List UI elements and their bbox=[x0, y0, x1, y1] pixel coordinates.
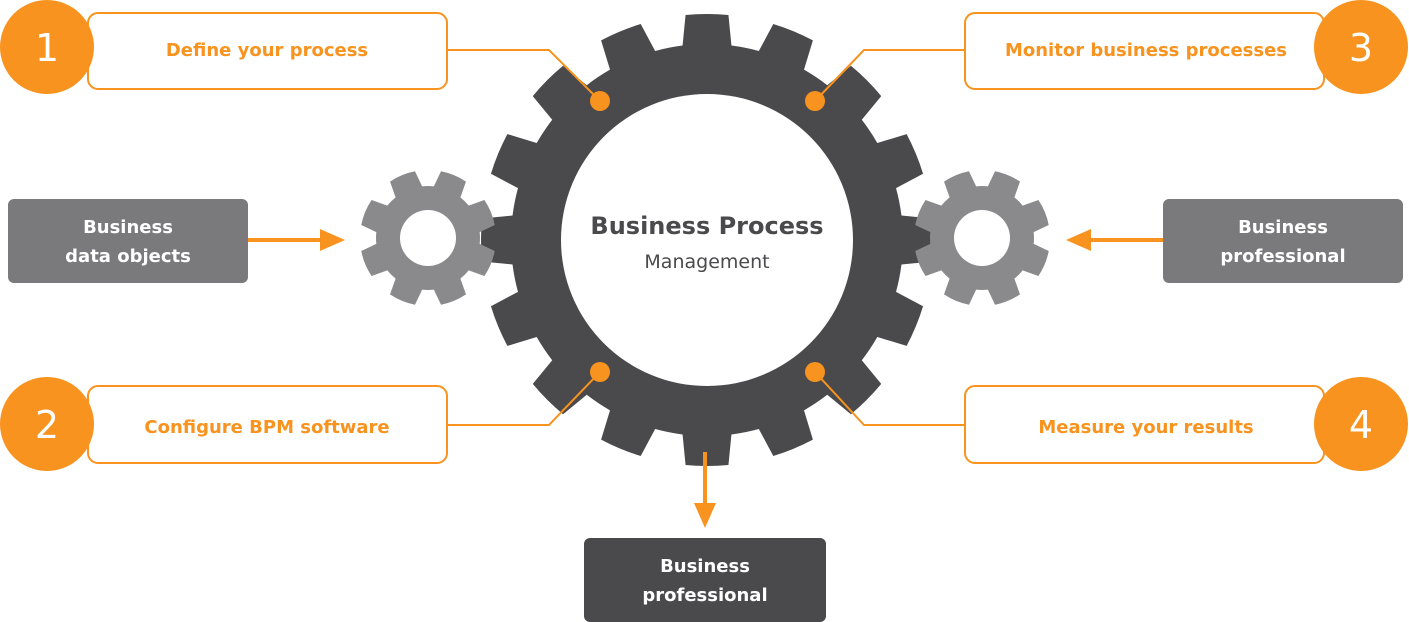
step-4: 4 Measure your results bbox=[964, 377, 1408, 471]
connector-step-1 bbox=[447, 49, 601, 102]
step-connectors bbox=[447, 49, 965, 426]
left-gear-hole bbox=[400, 210, 456, 266]
left-input: Business data objects bbox=[8, 199, 345, 283]
down-arrow-head bbox=[694, 503, 716, 528]
left-input-box bbox=[8, 199, 248, 283]
right-arrow-head bbox=[1066, 229, 1091, 251]
left-arrow-head bbox=[320, 229, 345, 251]
output-line2: professional bbox=[642, 585, 767, 606]
step-3-label: Monitor business processes bbox=[1005, 40, 1287, 61]
dot-step-4 bbox=[805, 362, 825, 382]
output-box bbox=[584, 538, 826, 622]
left-input-line1: Business bbox=[83, 217, 173, 238]
right-input-line2: professional bbox=[1220, 246, 1345, 267]
right-input-line1: Business bbox=[1238, 217, 1328, 238]
step-2-label: Configure BPM software bbox=[144, 417, 389, 438]
connector-step-2 bbox=[447, 371, 601, 426]
center-title: Business Process bbox=[590, 212, 823, 240]
step-3: 3 Monitor business processes bbox=[964, 0, 1408, 94]
right-gear-hole bbox=[954, 210, 1010, 266]
step-4-label: Measure your results bbox=[1038, 417, 1253, 438]
step-3-badge bbox=[1314, 0, 1408, 94]
step-4-number: 4 bbox=[1349, 403, 1373, 447]
step-3-number: 3 bbox=[1349, 26, 1373, 70]
step-1-badge bbox=[0, 0, 94, 94]
step-1-number: 1 bbox=[35, 26, 59, 70]
connector-step-3 bbox=[814, 49, 965, 102]
left-input-line2: data objects bbox=[65, 246, 191, 267]
dot-step-2 bbox=[590, 362, 610, 382]
gear-dots bbox=[590, 91, 825, 382]
center-subtitle: Management bbox=[644, 251, 769, 273]
right-input: Business professional bbox=[1066, 199, 1403, 283]
dot-step-3 bbox=[805, 91, 825, 111]
step-4-badge bbox=[1314, 377, 1408, 471]
main-gear-hole bbox=[561, 94, 853, 386]
connector-step-4 bbox=[814, 371, 965, 426]
output: Business professional bbox=[584, 452, 826, 622]
step-2: 2 Configure BPM software bbox=[0, 377, 448, 471]
right-input-box bbox=[1163, 199, 1403, 283]
step-1: 1 Define your process bbox=[0, 0, 448, 94]
step-1-label: Define your process bbox=[166, 40, 368, 61]
step-2-number: 2 bbox=[35, 403, 59, 447]
dot-step-1 bbox=[590, 91, 610, 111]
step-2-badge bbox=[0, 377, 94, 471]
output-line1: Business bbox=[660, 556, 750, 577]
